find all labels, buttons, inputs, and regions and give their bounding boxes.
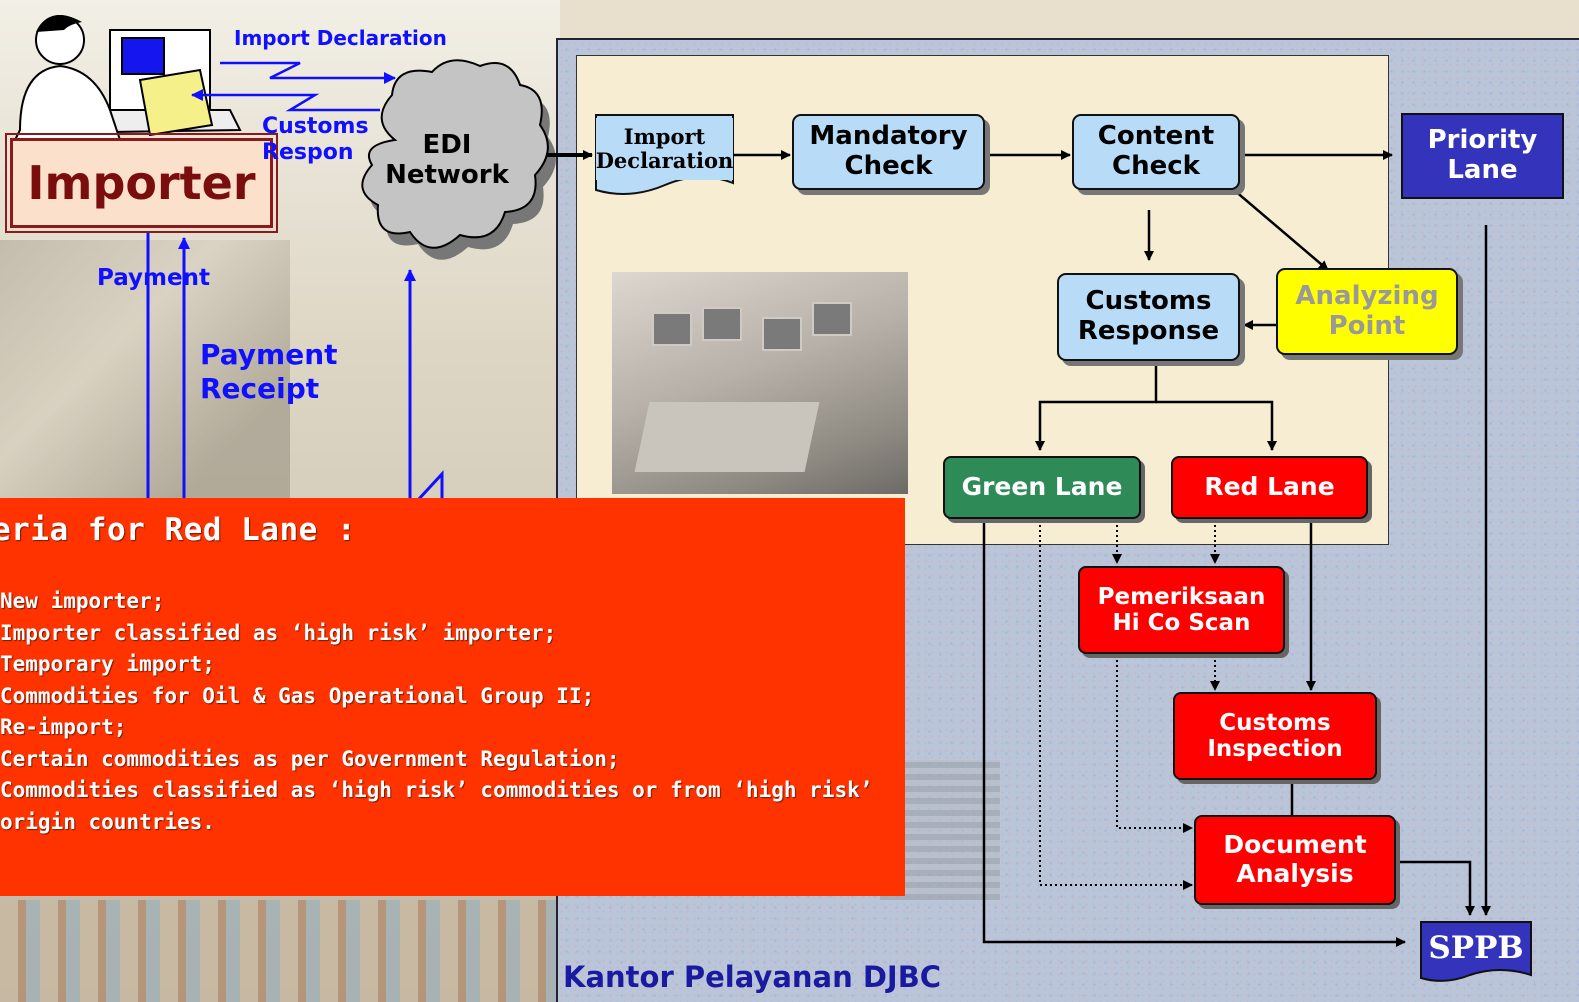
criteria-item: Importer classified as ‘high risk’ impor… — [0, 620, 557, 645]
control-room-photo — [612, 272, 908, 494]
office-title: Kantor Pelayanan DJBC — [563, 960, 942, 994]
cloud-icon — [361, 59, 556, 260]
customs-response-label: Customs Respon — [262, 114, 369, 165]
red-lane-box: Red Lane — [1171, 456, 1368, 519]
criteria-item: Commodities for Oil & Gas Operational Gr… — [0, 683, 595, 708]
criteria-item: Temporary import; — [0, 652, 215, 676]
edi-network-label: EDI Network — [385, 130, 509, 190]
port-containers-photo — [0, 900, 560, 1002]
content-check-box: Content Check — [1072, 114, 1240, 190]
customs-response-box: Customs Response — [1057, 273, 1240, 361]
payment-receipt-label: Payment Receipt — [200, 338, 338, 406]
green-lane-box: Green Lane — [943, 456, 1141, 519]
import-declaration-doc: Import Declaration — [596, 118, 733, 180]
criteria-list: New importer; Importer classified as ‘hi… — [0, 586, 872, 838]
criteria-item: Certain commodities as per Government Re… — [0, 746, 620, 771]
hico-scan-box: Pemeriksaan Hi Co Scan — [1078, 566, 1285, 654]
sppb-label: SPPB — [1428, 930, 1524, 967]
customs-inspection-box: Customs Inspection — [1173, 692, 1377, 780]
sppb-document-icon — [1420, 921, 1532, 982]
mandatory-check-box: Mandatory Check — [792, 114, 985, 190]
criteria-item: origin countries. — [0, 809, 215, 834]
criteria-item: Commodities classified as ‘high risk’ co… — [0, 778, 873, 802]
criteria-item: Re-import; — [0, 715, 127, 739]
priority-lane-box — [1401, 113, 1564, 199]
importer-label: Importer — [27, 156, 256, 210]
analyzing-point-box: Analyzing Point — [1276, 268, 1458, 355]
person-at-computer-icon — [13, 14, 242, 141]
document-analysis-box: Document Analysis — [1194, 815, 1396, 905]
priority-lane-label: Priority Lane — [1427, 125, 1538, 185]
office-scene-photo — [0, 240, 290, 500]
criteria-title: eria for Red Lane : — [0, 512, 357, 548]
importer-box: Importer — [5, 133, 278, 233]
criteria-item: New importer; — [0, 589, 165, 613]
red-lane-criteria-panel: eria for Red Lane : New importer; Import… — [0, 498, 905, 896]
payment-label: Payment — [97, 265, 210, 291]
import-declaration-label: Import Declaration — [234, 26, 447, 50]
